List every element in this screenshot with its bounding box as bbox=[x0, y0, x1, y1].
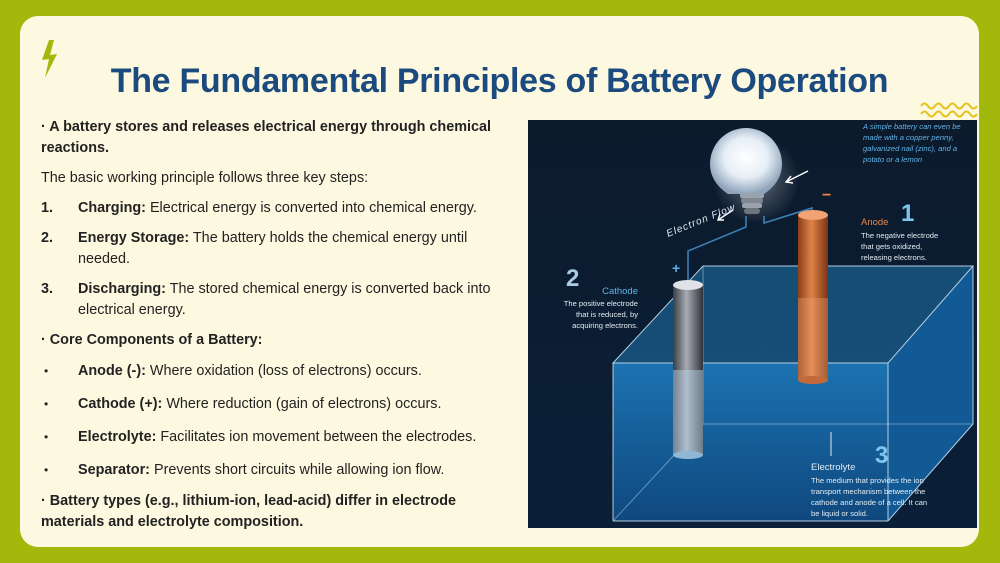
plus-sign: + bbox=[672, 260, 680, 276]
svg-text:potato or a lemon: potato or a lemon bbox=[862, 155, 922, 164]
battery-diagram-svg: Electron Flow − + A simple battery can e… bbox=[528, 120, 977, 528]
step-term: Charging: bbox=[78, 200, 146, 216]
component-text: Prevents short circuits while allowing i… bbox=[149, 462, 445, 478]
closing-paragraph: · Battery types (e.g., lithium-ion, lead… bbox=[41, 493, 456, 530]
list-item: • Electrolyte: Facilitates ion movement … bbox=[41, 427, 511, 448]
svg-text:cathode and anode of a cell. I: cathode and anode of a cell. It can bbox=[811, 498, 927, 507]
slide: The Fundamental Principles of Battery Op… bbox=[20, 16, 979, 547]
bullet-icon: • bbox=[44, 430, 49, 444]
cathode-number: 2 bbox=[566, 265, 579, 292]
svg-text:that gets oxidized,: that gets oxidized, bbox=[861, 242, 922, 251]
component-text: Facilitates ion movement between the ele… bbox=[156, 429, 477, 445]
lightning-bolt-icon bbox=[42, 40, 57, 78]
electrolyte-label: Electrolyte bbox=[811, 462, 855, 473]
step-text: Electrical energy is converted into chem… bbox=[145, 200, 477, 216]
list-item: 3. Discharging: The stored chemical ener… bbox=[41, 279, 511, 321]
svg-text:made with a copper penny,: made with a copper penny, bbox=[863, 133, 954, 142]
component-term: Electrolyte: bbox=[78, 429, 157, 445]
step-term: Discharging: bbox=[78, 281, 166, 297]
bullet-icon: • bbox=[44, 397, 49, 411]
list-item: 1. Charging: Electrical energy is conver… bbox=[41, 198, 511, 219]
components-heading: · Core Components of a Battery: bbox=[41, 332, 263, 348]
list-item: • Anode (-): Where oxidation (loss of el… bbox=[41, 361, 511, 382]
svg-text:galvanized nail (zinc), and a: galvanized nail (zinc), and a bbox=[863, 144, 957, 153]
svg-text:transport mechanism between th: transport mechanism between the bbox=[811, 487, 925, 496]
anode-rod bbox=[798, 210, 828, 384]
wave-decoration-icon bbox=[920, 102, 978, 118]
svg-text:The negative electrode: The negative electrode bbox=[861, 231, 938, 240]
component-text: Where oxidation (loss of electrons) occu… bbox=[145, 363, 422, 379]
electrolyte-side bbox=[888, 266, 973, 521]
anode-number: 1 bbox=[901, 200, 914, 227]
component-term: Anode (-): bbox=[78, 363, 146, 379]
battery-diagram: Electron Flow − + A simple battery can e… bbox=[528, 120, 977, 528]
light-bulb-icon bbox=[710, 128, 782, 214]
cathode-label: Cathode bbox=[602, 286, 638, 297]
electrolyte-number: 3 bbox=[875, 442, 888, 469]
component-text: Where reduction (gain of electrons) occu… bbox=[162, 396, 442, 412]
list-item: • Cathode (+): Where reduction (gain of … bbox=[41, 394, 511, 415]
bullet-icon: • bbox=[44, 364, 49, 378]
anode-label: Anode bbox=[861, 217, 888, 228]
component-term: Cathode (+): bbox=[78, 396, 163, 412]
battery-note: A simple battery can even be made with a… bbox=[862, 122, 961, 164]
electrolyte-description: The medium that provides the ion transpo… bbox=[811, 476, 927, 518]
svg-text:acquiring electrons.: acquiring electrons. bbox=[572, 321, 638, 330]
svg-text:The medium that provides the i: The medium that provides the ion bbox=[811, 476, 924, 485]
principle-line: The basic working principle follows thre… bbox=[41, 170, 369, 186]
component-term: Separator: bbox=[78, 462, 150, 478]
anode-description: The negative electrode that gets oxidize… bbox=[861, 231, 938, 262]
cathode-rod bbox=[673, 280, 703, 459]
page-title: The Fundamental Principles of Battery Op… bbox=[110, 62, 889, 100]
cathode-description: The positive electrode that is reduced, … bbox=[564, 299, 638, 330]
svg-text:releasing electrons.: releasing electrons. bbox=[861, 253, 927, 262]
list-number: 2. bbox=[41, 230, 54, 246]
svg-text:A simple battery can even be: A simple battery can even be bbox=[862, 122, 961, 131]
list-item: 2. Energy Storage: The battery holds the… bbox=[41, 228, 511, 270]
list-number: 3. bbox=[41, 281, 54, 297]
svg-text:be liquid or solid.: be liquid or solid. bbox=[811, 509, 868, 518]
arrow-icon bbox=[784, 170, 809, 184]
minus-sign: − bbox=[822, 187, 831, 204]
svg-text:that is reduced, by: that is reduced, by bbox=[576, 310, 638, 319]
list-item: • Separator: Prevents short circuits whi… bbox=[41, 460, 511, 481]
step-text: The stored chemical energy is converted … bbox=[78, 281, 491, 318]
arrow-icon bbox=[717, 209, 734, 221]
intro-paragraph: · A battery stores and releases electric… bbox=[41, 119, 492, 156]
bullet-icon: • bbox=[44, 463, 49, 477]
step-text: The battery holds the chemical energy un… bbox=[78, 230, 468, 267]
list-number: 1. bbox=[41, 200, 54, 216]
content-text: · A battery stores and releases electric… bbox=[41, 117, 511, 533]
svg-text:The positive electrode: The positive electrode bbox=[564, 299, 638, 308]
step-term: Energy Storage: bbox=[78, 230, 190, 246]
